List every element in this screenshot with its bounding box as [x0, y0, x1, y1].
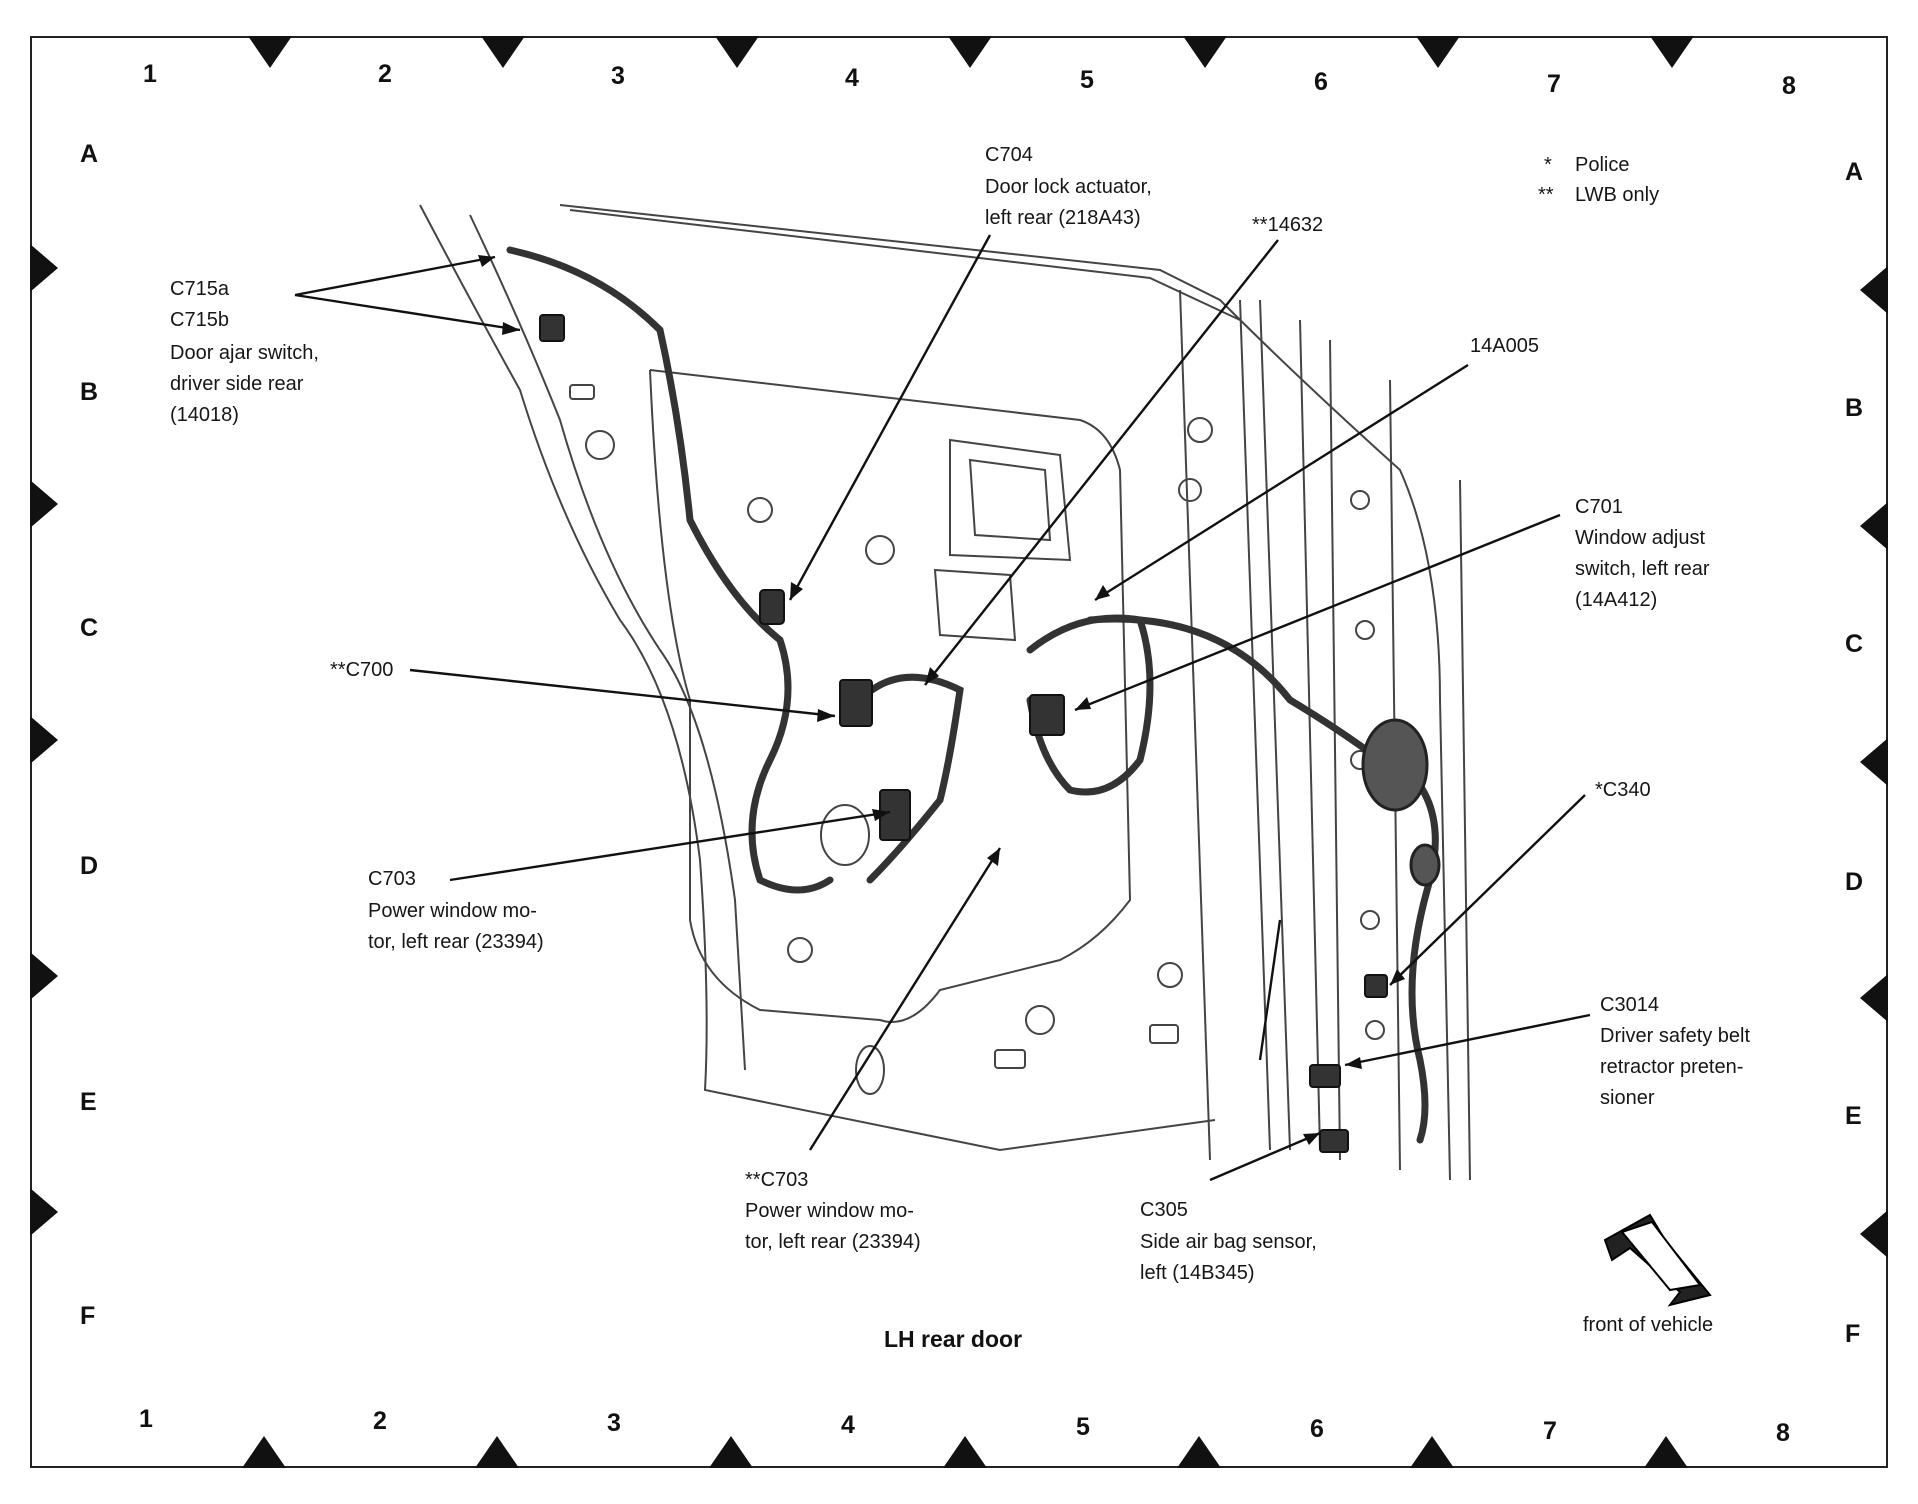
callout-line: Power window mo- — [745, 1200, 914, 1222]
callout-line: (14A412) — [1575, 589, 1658, 611]
grid-row-label: F — [1845, 1320, 1861, 1348]
legend-lwb-label: LWB only — [1575, 184, 1660, 206]
grid-row-label: E — [1845, 1102, 1862, 1130]
grid-marker-icon — [1644, 1436, 1688, 1468]
grid-marker-icon — [1183, 36, 1227, 68]
grid-marker-icon — [30, 1188, 58, 1236]
door-panel-drawing — [419, 204, 1471, 1181]
grid-col-label: 2 — [373, 1407, 387, 1435]
grid-marker-icon — [1860, 974, 1888, 1022]
grid-marker-icon — [1860, 738, 1888, 786]
callout-line: Door lock actuator, — [985, 176, 1152, 198]
callout-line: Door ajar switch, — [170, 342, 319, 364]
grid-marker-icon — [30, 716, 58, 764]
grid-row-label: C — [80, 614, 99, 642]
grid-row-label: D — [80, 852, 99, 880]
grid-row-label: A — [1845, 158, 1864, 186]
grid-marker-icon — [248, 36, 292, 68]
callout-line: C703 — [368, 868, 416, 890]
grid-col-label: 1 — [143, 60, 157, 88]
grommet — [1361, 718, 1441, 887]
callout-line: 14A005 — [1470, 335, 1539, 357]
grid-marker-icon — [30, 480, 58, 528]
grid-marker-icon — [1860, 1210, 1888, 1258]
grid-row-label: B — [80, 378, 99, 406]
grid-col-label: 3 — [607, 1409, 621, 1437]
callout-line: tor, left rear (23394) — [368, 931, 544, 953]
grid-markers — [30, 36, 1888, 1468]
callout-line: left (14B345) — [1140, 1262, 1255, 1284]
callout-line: C305 — [1140, 1199, 1188, 1221]
callout-line: sioner — [1600, 1087, 1655, 1109]
legend-police-label: Police — [1575, 154, 1630, 176]
callout-line: C715a — [170, 278, 229, 300]
legend-police-mark: * — [1544, 154, 1552, 176]
grid-col-label: 4 — [845, 64, 859, 92]
grid-marker-icon — [948, 36, 992, 68]
callout-line: Driver safety belt — [1600, 1025, 1751, 1047]
grid-row-label: A — [80, 140, 99, 168]
callout-line: Side air bag sensor, — [1140, 1231, 1317, 1253]
callout-line: **C700 — [330, 659, 394, 681]
callout-line: Window adjust — [1575, 527, 1706, 549]
grid-col-label: 8 — [1776, 1419, 1790, 1447]
callout-line: C715b — [170, 309, 229, 331]
grid-row-label: F — [80, 1302, 96, 1330]
grid-marker-icon — [1650, 36, 1694, 68]
grid-col-label: 4 — [841, 1411, 855, 1439]
grid-marker-icon — [1860, 266, 1888, 314]
grid-col-label: 7 — [1543, 1417, 1557, 1445]
callout-line: *C340 — [1595, 779, 1651, 801]
grid-col-label: 3 — [611, 62, 625, 90]
grid-col-label: 1 — [139, 1405, 153, 1433]
diagram-title: LH rear door — [884, 1326, 1023, 1352]
front-of-vehicle-arrow-icon — [1603, 1213, 1712, 1307]
grid-marker-icon — [242, 1436, 286, 1468]
callout-line: Power window mo- — [368, 900, 537, 922]
callout-line: driver side rear — [170, 373, 304, 395]
grid-marker-icon — [1416, 36, 1460, 68]
callout-line: retractor preten- — [1600, 1056, 1744, 1078]
grid-row-label: B — [1845, 394, 1864, 422]
grid-row-label: C — [1845, 630, 1864, 658]
callout-line: **14632 — [1252, 214, 1324, 236]
callout-line: switch, left rear — [1575, 558, 1710, 580]
grid-col-label: 7 — [1547, 70, 1561, 98]
callout-line: C701 — [1575, 496, 1623, 518]
front-of-vehicle-label: front of vehicle — [1583, 1314, 1714, 1336]
legend-lwb-mark: ** — [1538, 184, 1554, 206]
grid-marker-icon — [1860, 502, 1888, 550]
grid-col-label: 5 — [1080, 66, 1094, 94]
grid-marker-icon — [943, 1436, 987, 1468]
grid-col-label: 6 — [1314, 68, 1328, 96]
callout-leader-lines — [294, 234, 1591, 1182]
grid-marker-icon — [709, 1436, 753, 1468]
grid-row-label: E — [80, 1088, 97, 1116]
grid-marker-icon — [475, 1436, 519, 1468]
callout-line: **C703 — [745, 1169, 809, 1191]
grid-marker-icon — [715, 36, 759, 68]
grid-row-label: D — [1845, 868, 1864, 896]
grid-marker-icon — [1410, 1436, 1454, 1468]
connectors — [539, 314, 1388, 1153]
grid-marker-icon — [30, 244, 58, 292]
grid-marker-icon — [1177, 1436, 1221, 1468]
grid-col-label: 8 — [1782, 72, 1796, 100]
grid-col-label: 2 — [378, 60, 392, 88]
grid-col-label: 6 — [1310, 1415, 1324, 1443]
arrow-heads — [478, 255, 1405, 1145]
callout-line: C3014 — [1600, 994, 1659, 1016]
callout-line: left rear (218A43) — [985, 207, 1141, 229]
grid-marker-icon — [481, 36, 525, 68]
grid-marker-icon — [30, 952, 58, 1000]
callout-line: (14018) — [170, 404, 239, 426]
callout-line: C704 — [985, 144, 1033, 166]
callout-line: tor, left rear (23394) — [745, 1231, 921, 1253]
grid-col-label: 5 — [1076, 1413, 1090, 1441]
